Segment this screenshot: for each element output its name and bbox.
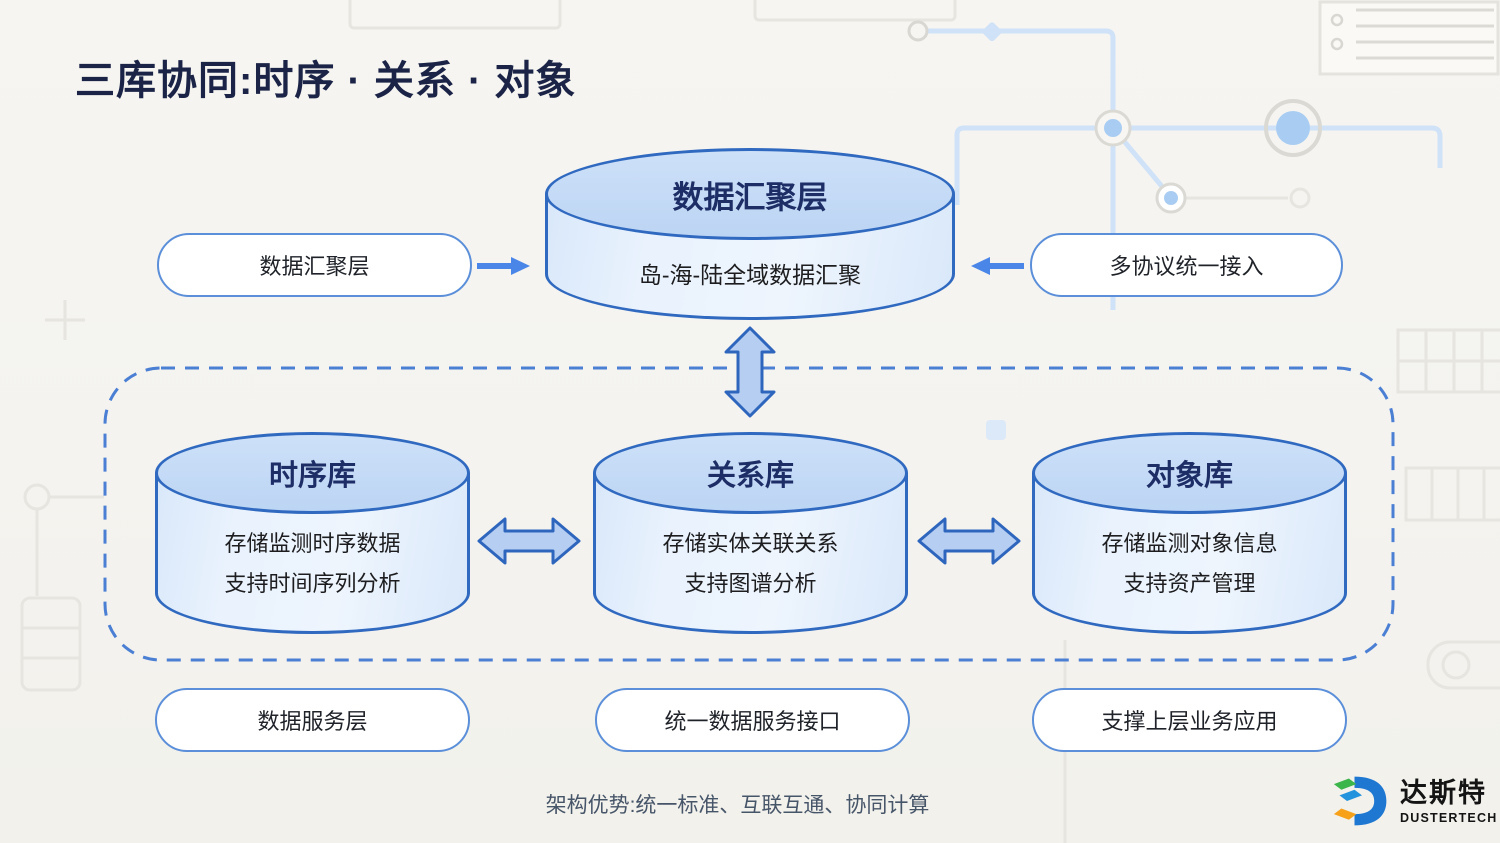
logo-text: 达斯特 DUSTERTECH [1400, 778, 1497, 825]
double-arrow-horizontal-right-icon [917, 517, 1021, 565]
logo-name: 达斯特 [1400, 777, 1487, 808]
hub-cylinder-top: 数据汇聚层 [545, 148, 955, 240]
label-pill-protocol-access-text: 多协议统一接入 [1109, 254, 1264, 279]
object-db-title: 对象库 [1145, 460, 1233, 492]
service-pill-unified-interface-text: 统一数据服务接口 [664, 709, 841, 734]
service-pill-business-support-text: 支撑上层业务应用 [1101, 709, 1278, 734]
object-db-description: 存储监测对象信息 支持资产管理 [1032, 524, 1347, 604]
logo-mark-icon [1333, 776, 1387, 826]
object-db-line1: 存储监测对象信息 [1101, 531, 1278, 556]
timeseries-db-top: 时序库 [155, 432, 470, 514]
hub-cylinder: 数据汇聚层 岛-海-陆全域数据汇聚 [545, 148, 955, 320]
service-pill-unified-interface: 统一数据服务接口 [595, 688, 910, 752]
object-db-line2: 支持资产管理 [1123, 571, 1256, 596]
service-pill-data-service-layer: 数据服务层 [155, 688, 470, 752]
object-db-top: 对象库 [1032, 432, 1347, 514]
relation-db-top: 关系库 [593, 432, 908, 514]
logo: 达斯特 DUSTERTECH [1332, 770, 1497, 832]
timeseries-db-title: 时序库 [268, 460, 356, 492]
timeseries-db-line2: 支持时间序列分析 [224, 571, 401, 596]
object-db-cylinder: 对象库 存储监测对象信息 支持资产管理 [1032, 432, 1347, 634]
double-arrow-vertical-icon [724, 326, 776, 418]
relation-db-description: 存储实体关联关系 支持图谱分析 [593, 524, 908, 604]
page-title: 三库协同:时序 · 关系 · 对象 [75, 59, 577, 103]
timeseries-db-description: 存储监测时序数据 支持时间序列分析 [155, 524, 470, 604]
service-pill-data-service-layer-text: 数据服务层 [257, 709, 368, 734]
relation-db-title: 关系库 [706, 460, 794, 492]
label-pill-protocol-access: 多协议统一接入 [1030, 233, 1343, 297]
label-pill-data-aggregation-text: 数据汇聚层 [259, 254, 370, 279]
label-pill-data-aggregation: 数据汇聚层 [157, 233, 472, 297]
architecture-advantage-caption: 架构优势:统一标准、互联互通、协同计算 [545, 794, 930, 817]
service-pill-business-support: 支撑上层业务应用 [1032, 688, 1347, 752]
hub-title: 数据汇聚层 [672, 179, 828, 215]
relation-db-cylinder: 关系库 存储实体关联关系 支持图谱分析 [593, 432, 908, 634]
timeseries-db-line1: 存储监测时序数据 [224, 531, 401, 556]
hub-subtitle: 岛-海-陆全域数据汇聚 [638, 262, 862, 288]
logo-wordmark: DUSTERTECH [1400, 810, 1498, 825]
double-arrow-horizontal-left-icon [477, 517, 581, 565]
arrow-left-icon [971, 257, 1024, 275]
relation-db-line1: 存储实体关联关系 [662, 531, 839, 556]
timeseries-db-cylinder: 时序库 存储监测时序数据 支持时间序列分析 [155, 432, 470, 634]
arrow-right-icon [477, 257, 530, 275]
relation-db-line2: 支持图谱分析 [684, 571, 817, 596]
